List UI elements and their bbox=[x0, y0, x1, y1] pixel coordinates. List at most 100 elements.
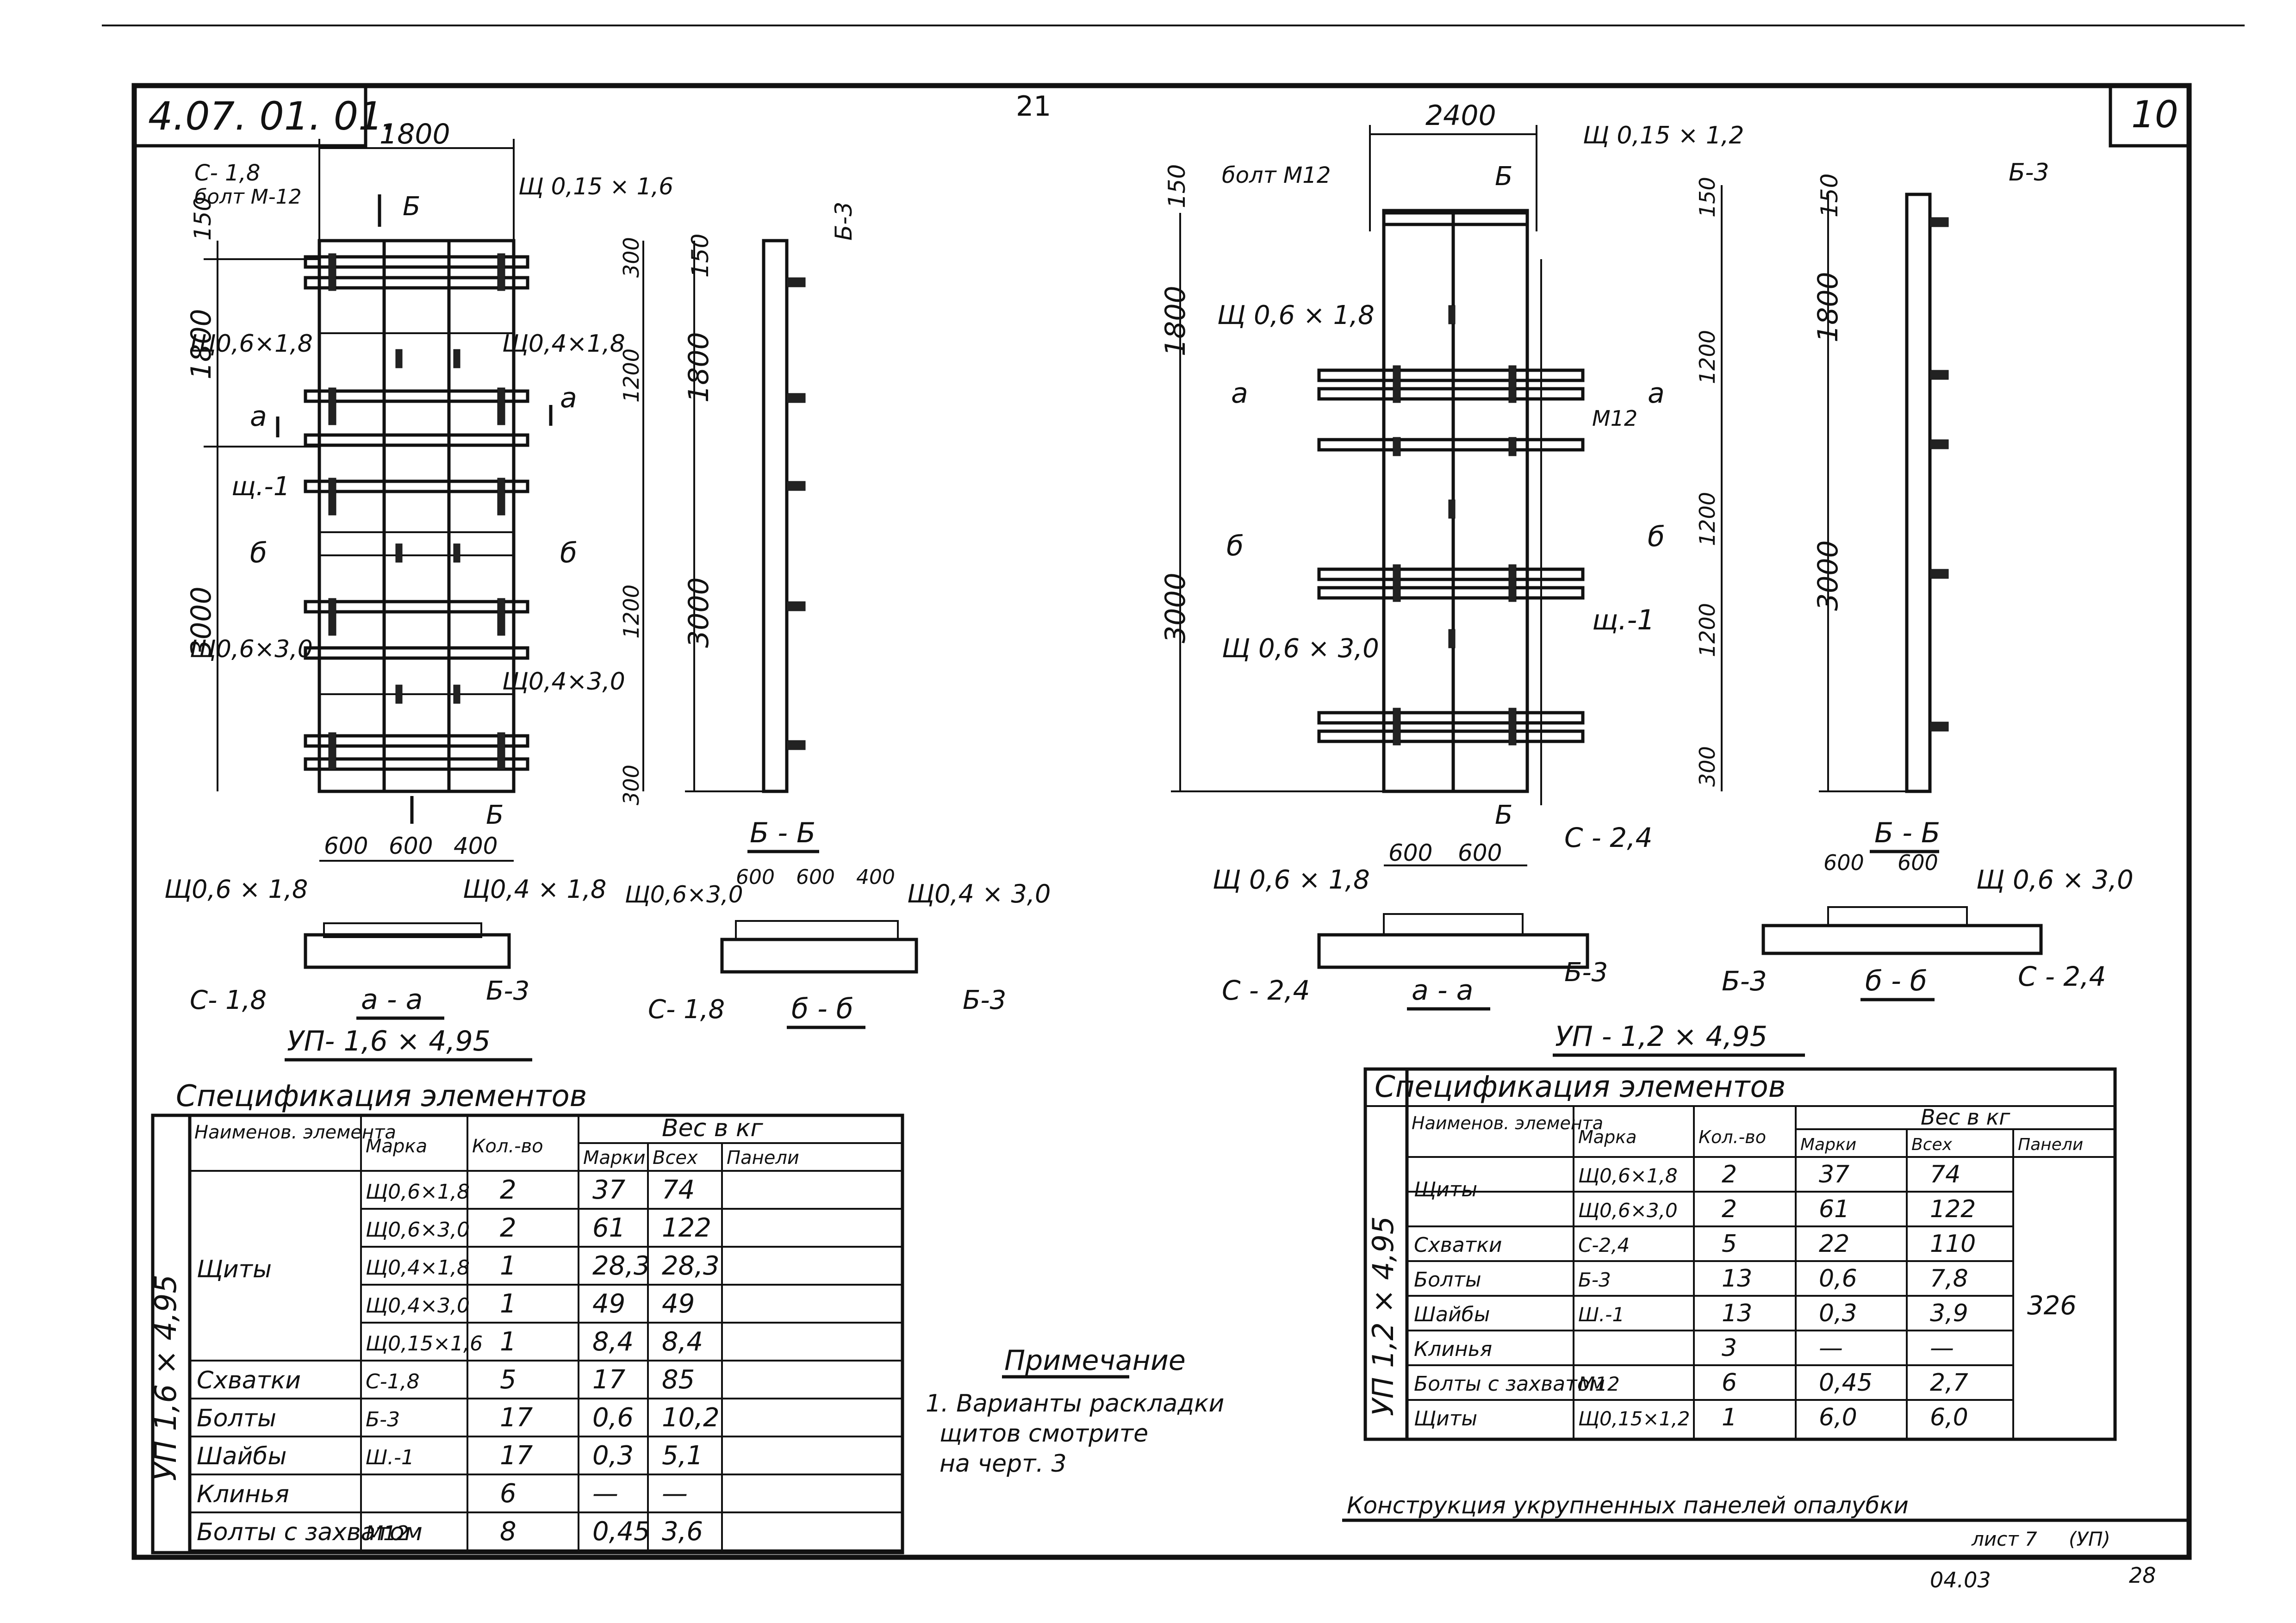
right-bb-title: б - б bbox=[1865, 965, 1927, 997]
right-cut-a-left: а bbox=[1231, 377, 1248, 410]
right-table-title: Спецификация элементов bbox=[1375, 1070, 1786, 1104]
left-th-name: Наименов. элемента bbox=[194, 1122, 396, 1143]
left-panel-elevation: 1800 bbox=[185, 118, 673, 862]
right-cell-mark: Б-3 bbox=[1578, 1269, 1611, 1291]
left-cell-name: Щиты bbox=[197, 1256, 272, 1283]
left-cell-qty: 6 bbox=[500, 1479, 516, 1509]
sheet-number: 10 bbox=[2131, 93, 2178, 136]
left-cell-w1: 28,3 bbox=[592, 1251, 650, 1281]
left-cut-B-top: Б bbox=[403, 192, 420, 222]
right-cut-b-right: б bbox=[1648, 521, 1665, 553]
right-cell-w1: 61 bbox=[1819, 1195, 1849, 1223]
right-bb-right-label: Щ 0,6 × 3,0 bbox=[1976, 865, 2134, 895]
right-cell-w2: 74 bbox=[1930, 1161, 1960, 1188]
left-label-c18: С- 1,8 bbox=[194, 160, 260, 186]
right-side-view: 150 1800 3000 Б-3 Б - Б bbox=[1812, 159, 2049, 853]
right-cell-w1: 0,3 bbox=[1819, 1300, 1857, 1327]
left-cell-name: Болты bbox=[197, 1405, 276, 1432]
left-cell-mark: Ш.-1 bbox=[366, 1446, 414, 1469]
right-cell-mark: Ш.-1 bbox=[1578, 1303, 1624, 1326]
left-cell-qty: 5 bbox=[500, 1365, 516, 1395]
note-block: Примечание 1. Варианты раскладки щитов с… bbox=[926, 1344, 1224, 1478]
right-cut-a-right: а bbox=[1648, 377, 1665, 410]
left-cell-mark: Щ0,4×1,8 bbox=[366, 1256, 470, 1280]
left-dim-150: 150 bbox=[189, 197, 216, 241]
right-section-aa: Щ 0,6 × 1,8 С - 2,4 Б-3 а - а УП - 1,2 ×… bbox=[1213, 865, 1805, 1057]
left-dim-1800: 1800 bbox=[185, 309, 218, 379]
right-cell-qty: 13 bbox=[1722, 1300, 1752, 1327]
left-side-150: 150 bbox=[687, 234, 714, 278]
right-dim-150-r: 150 bbox=[1695, 177, 1720, 218]
left-th-weight: Вес в кг bbox=[662, 1114, 763, 1142]
left-cell-qty: 2 bbox=[500, 1175, 516, 1205]
right-cell-name: Болты bbox=[1414, 1268, 1481, 1292]
left-dim-1200-b: 1200 bbox=[619, 585, 644, 639]
right-cut-b-left: б bbox=[1226, 530, 1244, 562]
left-cell-mark: Щ0,4×3,0 bbox=[366, 1294, 470, 1318]
right-cut-B-top: Б bbox=[1495, 162, 1512, 192]
left-cell-w2: 8,4 bbox=[662, 1327, 703, 1357]
right-side-1800: 1800 bbox=[1812, 272, 1844, 342]
right-cell-qty: 2 bbox=[1722, 1195, 1737, 1223]
right-th-weight: Вес в кг bbox=[1921, 1105, 2010, 1130]
left-bb-d2: 600 bbox=[796, 865, 835, 889]
left-cell-qty: 1 bbox=[500, 1251, 516, 1281]
right-aa-left-label: Щ 0,6 × 1,8 bbox=[1213, 865, 1370, 895]
right-bot-dim-600b: 600 bbox=[1458, 839, 1502, 866]
left-bb-right-label: Щ0,4 × 3,0 bbox=[907, 879, 1051, 908]
left-dim-3000: 3000 bbox=[185, 586, 218, 657]
right-th-panel: Панели bbox=[2018, 1135, 2083, 1154]
left-bot-dim-400: 400 bbox=[454, 833, 498, 859]
right-cell-w2: 2,7 bbox=[1930, 1369, 1968, 1397]
right-cell-w1: 0,45 bbox=[1819, 1369, 1873, 1397]
left-label-sh06x18: Щ0,6×1,8 bbox=[190, 330, 313, 358]
right-cell-name: Схватки bbox=[1414, 1233, 1502, 1257]
right-th-total: Всех bbox=[1911, 1135, 1953, 1154]
title-block: Конструкция укрупненных панелей опалубки… bbox=[1342, 1492, 2189, 1592]
note-line-1: 1. Варианты раскладки bbox=[926, 1390, 1224, 1418]
right-cell-w2: 122 bbox=[1930, 1195, 1976, 1223]
right-label-sh1: щ.-1 bbox=[1592, 604, 1655, 636]
left-aa-right-label: Щ0,4 × 1,8 bbox=[463, 875, 606, 904]
right-cell-w1: 0,6 bbox=[1819, 1265, 1857, 1293]
right-cell-qty: 3 bbox=[1722, 1334, 1737, 1362]
left-bot-dim-600a: 600 bbox=[324, 833, 368, 859]
right-th-per: Марки bbox=[1800, 1135, 1856, 1154]
right-label-sh06x30: Щ 0,6 × 3,0 bbox=[1222, 634, 1379, 664]
right-cell-name: Болты с захватом bbox=[1414, 1372, 1605, 1396]
left-aa-title: а - а bbox=[361, 983, 423, 1016]
right-cut-B-bot: Б bbox=[1495, 800, 1512, 830]
left-cell-w2: 74 bbox=[662, 1175, 695, 1205]
right-cell-name: Клинья bbox=[1414, 1337, 1492, 1361]
left-th-qty: Кол.-во bbox=[472, 1136, 543, 1157]
page-number: 21 bbox=[1016, 90, 1051, 123]
right-label-m12: М12 bbox=[1592, 406, 1637, 431]
left-label-bolt: болт М-12 bbox=[194, 185, 302, 209]
left-cell-w2: 85 bbox=[662, 1365, 695, 1395]
left-cell-w1: 61 bbox=[592, 1213, 625, 1243]
right-cell-mark: С-2,4 bbox=[1578, 1234, 1630, 1256]
footer-title: Конструкция укрупненных панелей опалубки bbox=[1347, 1492, 1909, 1519]
left-bb-d1: 600 bbox=[736, 865, 775, 889]
note-line-2: щитов смотрите bbox=[940, 1420, 1148, 1448]
footer-date: 04.03 bbox=[1930, 1567, 1991, 1592]
left-cell-mark: С-1,8 bbox=[366, 1370, 420, 1393]
left-cut-B-bot: Б bbox=[486, 800, 504, 830]
right-label-c24: С - 2,4 bbox=[1564, 822, 1653, 853]
right-label-bolt: болт М12 bbox=[1222, 162, 1331, 188]
left-th-panel: Панели bbox=[727, 1147, 799, 1169]
doc-code-box bbox=[132, 84, 367, 148]
left-side-view: 150 1800 3000 Б-3 Б - Б bbox=[683, 202, 857, 853]
left-cut-b-right: б bbox=[560, 537, 577, 569]
right-label-shield-top: Щ 0,15 × 1,2 bbox=[1583, 122, 1744, 149]
right-bb-d2: 600 bbox=[1898, 850, 1938, 875]
left-label-sh04x18: Щ0,4×1,8 bbox=[502, 330, 625, 358]
right-cell-mark: Щ0,6×1,8 bbox=[1578, 1164, 1678, 1187]
left-cell-w1: 49 bbox=[592, 1289, 625, 1319]
right-cell-qty: 2 bbox=[1722, 1161, 1737, 1188]
left-section-bb: Щ0,6×3,0 Щ0,4 × 3,0 600 600 400 С- 1,8 Б… bbox=[625, 865, 1051, 1029]
left-cell-name: Клинья bbox=[197, 1480, 289, 1508]
left-spec-table: Спецификация элементов УП 1,6 × 4,95 Наи… bbox=[149, 1079, 904, 1555]
